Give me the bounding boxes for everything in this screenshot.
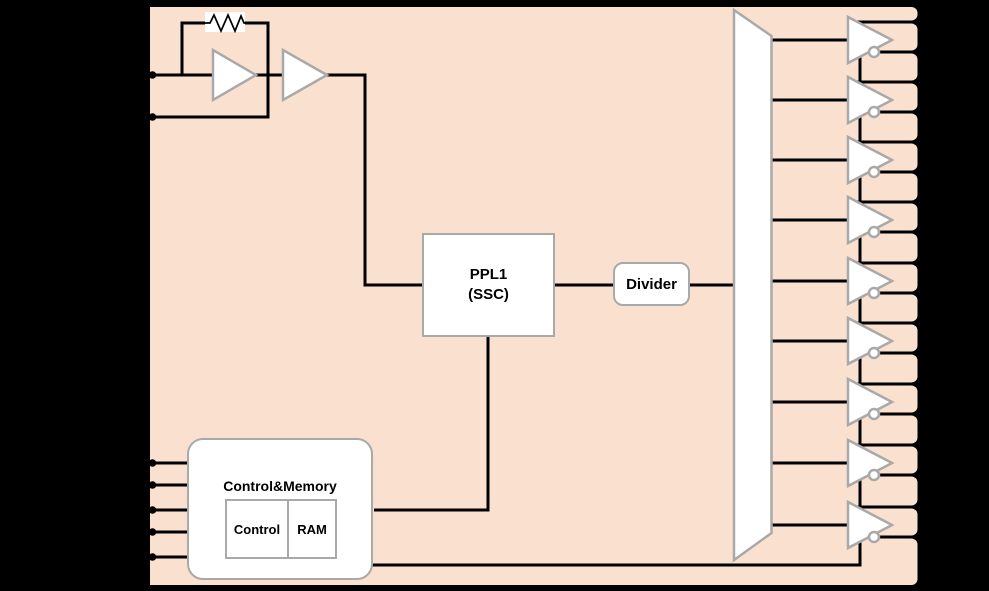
inverter-bubble-icon [867, 468, 881, 482]
output-pin-dot [912, 381, 919, 387]
output-pad [866, 354, 918, 383]
shape-group [205, 7, 773, 563]
output-pin-dot [912, 504, 919, 510]
output-pin-dot [912, 442, 919, 448]
inverter-bubble-icon [867, 286, 881, 300]
inverter-bubble-icon [867, 165, 881, 179]
output-pin-dot [912, 79, 919, 85]
output-pad [866, 476, 918, 506]
output-pin-dot [912, 320, 919, 326]
feedback-xout-wire [148, 21, 270, 119]
inverter-bubble-icon [867, 105, 881, 119]
amplifier-1-icon [211, 47, 259, 103]
output-pin-dot [912, 169, 919, 175]
control-pin-dot [148, 528, 157, 536]
output-pin-dot [912, 472, 919, 478]
output-pad [866, 7, 918, 21]
divider-block: Divider [613, 262, 690, 306]
crystal-pin-dot [148, 113, 157, 121]
crystal-pin-dot [148, 71, 157, 79]
output-pin-dot [912, 109, 919, 115]
ram-subblock: RAM [297, 521, 327, 537]
output-pin-dot [912, 260, 919, 266]
inverter-bubble-icon [867, 530, 881, 544]
output-pad [866, 415, 918, 444]
amplifier-2-icon [281, 47, 330, 103]
inverter-bubble-icon [867, 45, 881, 59]
output-pad [866, 53, 918, 81]
control-pin-dot [148, 506, 157, 514]
inverter-bubble-icon [867, 346, 881, 360]
wire-group [148, 21, 862, 567]
control-pin-dot [148, 459, 157, 467]
pll-label-line1: PPL1 [469, 266, 508, 283]
control-pin-dot [148, 481, 157, 489]
control-memory-block: Control&Memory Control RAM [187, 438, 373, 580]
generated-shape-group [846, 14, 895, 551]
output-pin-dot [912, 229, 919, 235]
output-pin-dot [912, 350, 919, 356]
fanout-trapezoid [732, 7, 773, 563]
pin-dot-group [148, 19, 919, 561]
pll-label-line2: (SSC) [468, 286, 509, 303]
output-pad [866, 294, 918, 322]
output-pin-dot [912, 411, 919, 417]
output-pad [866, 113, 918, 141]
output-pin-dot [912, 534, 919, 540]
control-memory-title: Control&Memory [223, 478, 337, 494]
output-pin-dot [912, 139, 919, 145]
output-pin-dot [912, 290, 919, 296]
output-pin-dot [912, 49, 919, 55]
pll-to-control-wire [374, 336, 490, 512]
resistor-zigzag-icon [205, 12, 245, 34]
output-pad [866, 233, 918, 262]
output-pin-dot [912, 199, 919, 205]
inverter-bubble-icon [867, 407, 881, 421]
control-subblock: Control [227, 501, 289, 557]
output-pad [866, 538, 918, 585]
control-pin-dot [148, 553, 157, 561]
osc-to-pll-wire [327, 73, 423, 287]
output-pin-dot [912, 19, 919, 25]
output-pad [866, 173, 918, 201]
control-memory-inner-box: Control RAM [225, 499, 337, 559]
inverter-bubble-icon [867, 225, 881, 239]
pll-block: PPL1 (SSC) [422, 233, 555, 337]
control-to-buffer-wire [372, 541, 862, 567]
divider-label: Divider [626, 275, 677, 293]
